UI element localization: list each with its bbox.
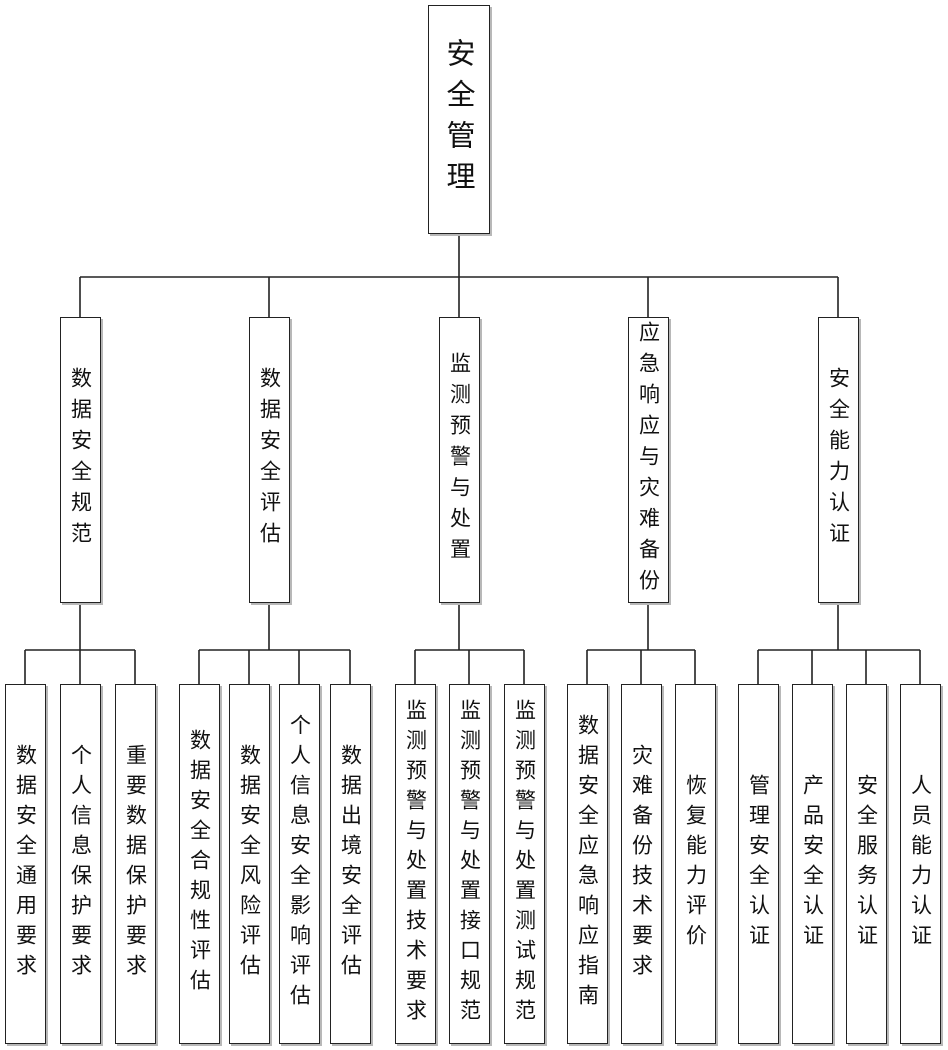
leaf-node-label: 数据安全风险评估 xyxy=(237,744,262,984)
leaf-node-5-3: 安全服务认证 xyxy=(846,684,887,1044)
leaf-node-2-4: 数据出境安全评估 xyxy=(330,684,371,1044)
leaf-node-5-4: 人员能力认证 xyxy=(900,684,941,1044)
category-node-monitoring-warning: 监测预警与处置 xyxy=(439,317,480,603)
leaf-node-label: 产品安全认证 xyxy=(800,774,825,954)
leaf-node-label: 数据安全通用要求 xyxy=(13,744,38,984)
leaf-node-label: 恢复能力评价 xyxy=(683,774,708,954)
leaf-node-5-2: 产品安全认证 xyxy=(792,684,833,1044)
leaf-node-label: 重要数据保护要求 xyxy=(123,744,148,984)
leaf-node-label: 管理安全认证 xyxy=(746,774,771,954)
root-node: 安全管理 xyxy=(428,5,490,234)
leaf-node-label: 个人信息安全影响评估 xyxy=(287,714,312,1014)
leaf-node-label: 监测预警与处置接口规范 xyxy=(457,699,482,1029)
leaf-node-5-1: 管理安全认证 xyxy=(738,684,779,1044)
leaf-node-label: 安全服务认证 xyxy=(854,774,879,954)
leaf-node-1-3: 重要数据保护要求 xyxy=(115,684,156,1044)
leaf-node-label: 数据出境安全评估 xyxy=(338,744,363,984)
leaf-node-label: 监测预警与处置测试规范 xyxy=(512,699,537,1029)
leaf-node-label: 人员能力认证 xyxy=(908,774,933,954)
leaf-node-2-3: 个人信息安全影响评估 xyxy=(279,684,320,1044)
leaf-node-2-2: 数据安全风险评估 xyxy=(229,684,270,1044)
leaf-node-label: 数据安全合规性评估 xyxy=(187,729,212,999)
leaf-node-4-2: 灾难备份技术要求 xyxy=(621,684,662,1044)
leaf-node-label: 个人信息保护要求 xyxy=(68,744,93,984)
root-node-label: 安全管理 xyxy=(442,37,476,202)
leaf-node-4-3: 恢复能力评价 xyxy=(675,684,716,1044)
leaf-node-1-2: 个人信息保护要求 xyxy=(60,684,101,1044)
leaf-node-3-2: 监测预警与处置接口规范 xyxy=(449,684,490,1044)
leaf-node-label: 灾难备份技术要求 xyxy=(629,744,654,984)
category-node-label: 监测预警与处置 xyxy=(447,351,472,569)
category-node-label: 数据安全规范 xyxy=(68,367,93,553)
category-node-label: 数据安全评估 xyxy=(257,367,282,553)
leaf-node-label: 监测预警与处置技术要求 xyxy=(403,699,428,1029)
leaf-node-3-3: 监测预警与处置测试规范 xyxy=(504,684,545,1044)
category-node-label: 安全能力认证 xyxy=(826,367,851,553)
category-node-security-capability-cert: 安全能力认证 xyxy=(818,317,859,603)
category-node-data-security-assessment: 数据安全评估 xyxy=(249,317,290,603)
leaf-node-2-1: 数据安全合规性评估 xyxy=(179,684,220,1044)
leaf-node-3-1: 监测预警与处置技术要求 xyxy=(395,684,436,1044)
leaf-node-1-1: 数据安全通用要求 xyxy=(5,684,46,1044)
category-node-data-security-spec: 数据安全规范 xyxy=(60,317,101,603)
leaf-node-4-1: 数据安全应急响应指南 xyxy=(567,684,608,1044)
leaf-node-label: 数据安全应急响应指南 xyxy=(575,714,600,1014)
category-node-emergency-disaster-backup: 应急响应与灾难备份 xyxy=(628,317,669,603)
category-node-label: 应急响应与灾难备份 xyxy=(636,320,661,600)
